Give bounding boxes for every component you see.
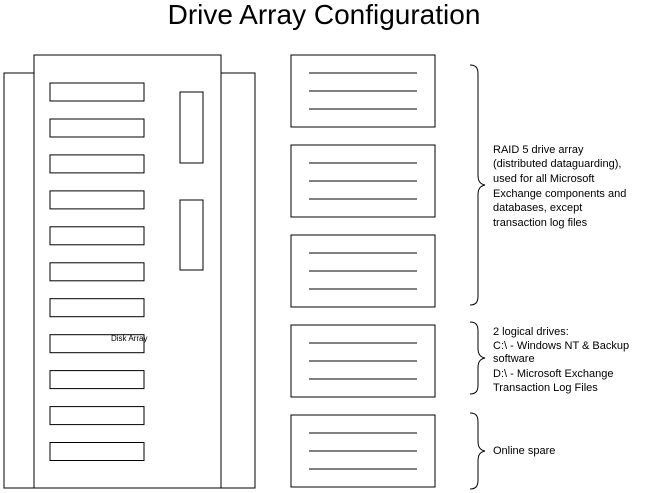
drive-slot xyxy=(49,154,145,174)
logical-drives-annotation: 2 logical drives: C:\ - Windows NT & Bac… xyxy=(493,326,632,394)
physical-drive xyxy=(290,234,436,308)
annotation-braces xyxy=(469,64,486,490)
annotation-line: RAID 5 drive array xyxy=(493,144,584,156)
drive-slot xyxy=(49,298,145,318)
raid5-brace xyxy=(469,64,486,306)
drive-slot xyxy=(49,334,145,354)
side-bay xyxy=(179,199,204,271)
diagram-title: Drive Array Configuration xyxy=(168,0,481,30)
annotation-line: Online spare xyxy=(493,445,555,457)
logical-drives-brace xyxy=(469,321,486,395)
disk-array-label: Disk Array xyxy=(111,334,147,343)
drive-slot xyxy=(49,370,145,390)
physical-drive xyxy=(290,144,436,218)
annotation-line: Transaction Log Files xyxy=(493,382,598,394)
annotation-line: 2 logical drives: xyxy=(493,326,569,338)
annotation-line: Exchange components and xyxy=(493,188,626,200)
physical-drives xyxy=(290,54,436,488)
raid5-annotation: RAID 5 drive array (distributed dataguar… xyxy=(493,144,629,229)
side-bay xyxy=(179,91,204,164)
drive-slot xyxy=(49,406,145,426)
annotation-line: C:\ - Windows NT & Backup xyxy=(493,340,629,352)
annotation-line: used for all Microsoft xyxy=(493,173,594,185)
physical-drive xyxy=(290,54,436,128)
annotation-line: (distributed dataguarding), xyxy=(493,158,621,170)
drive-slot xyxy=(49,82,145,102)
drive-slot xyxy=(49,190,145,210)
drive-slot xyxy=(49,226,145,246)
drive-slot xyxy=(49,442,145,461)
annotation-line: software xyxy=(493,353,535,365)
physical-drive xyxy=(290,324,436,398)
drive-slot xyxy=(49,118,145,138)
online-spare-annotation: Online spare xyxy=(493,445,555,457)
physical-drive xyxy=(290,414,436,488)
annotation-line: transaction log files xyxy=(493,217,588,229)
annotation-line: D:\ - Microsoft Exchange xyxy=(493,368,613,380)
drive-slots xyxy=(49,82,145,461)
drive-slot xyxy=(49,262,145,282)
spare-brace xyxy=(469,412,486,490)
annotation-line: databases, except xyxy=(493,202,582,214)
disk-array-cabinet: Disk Array xyxy=(3,54,256,489)
